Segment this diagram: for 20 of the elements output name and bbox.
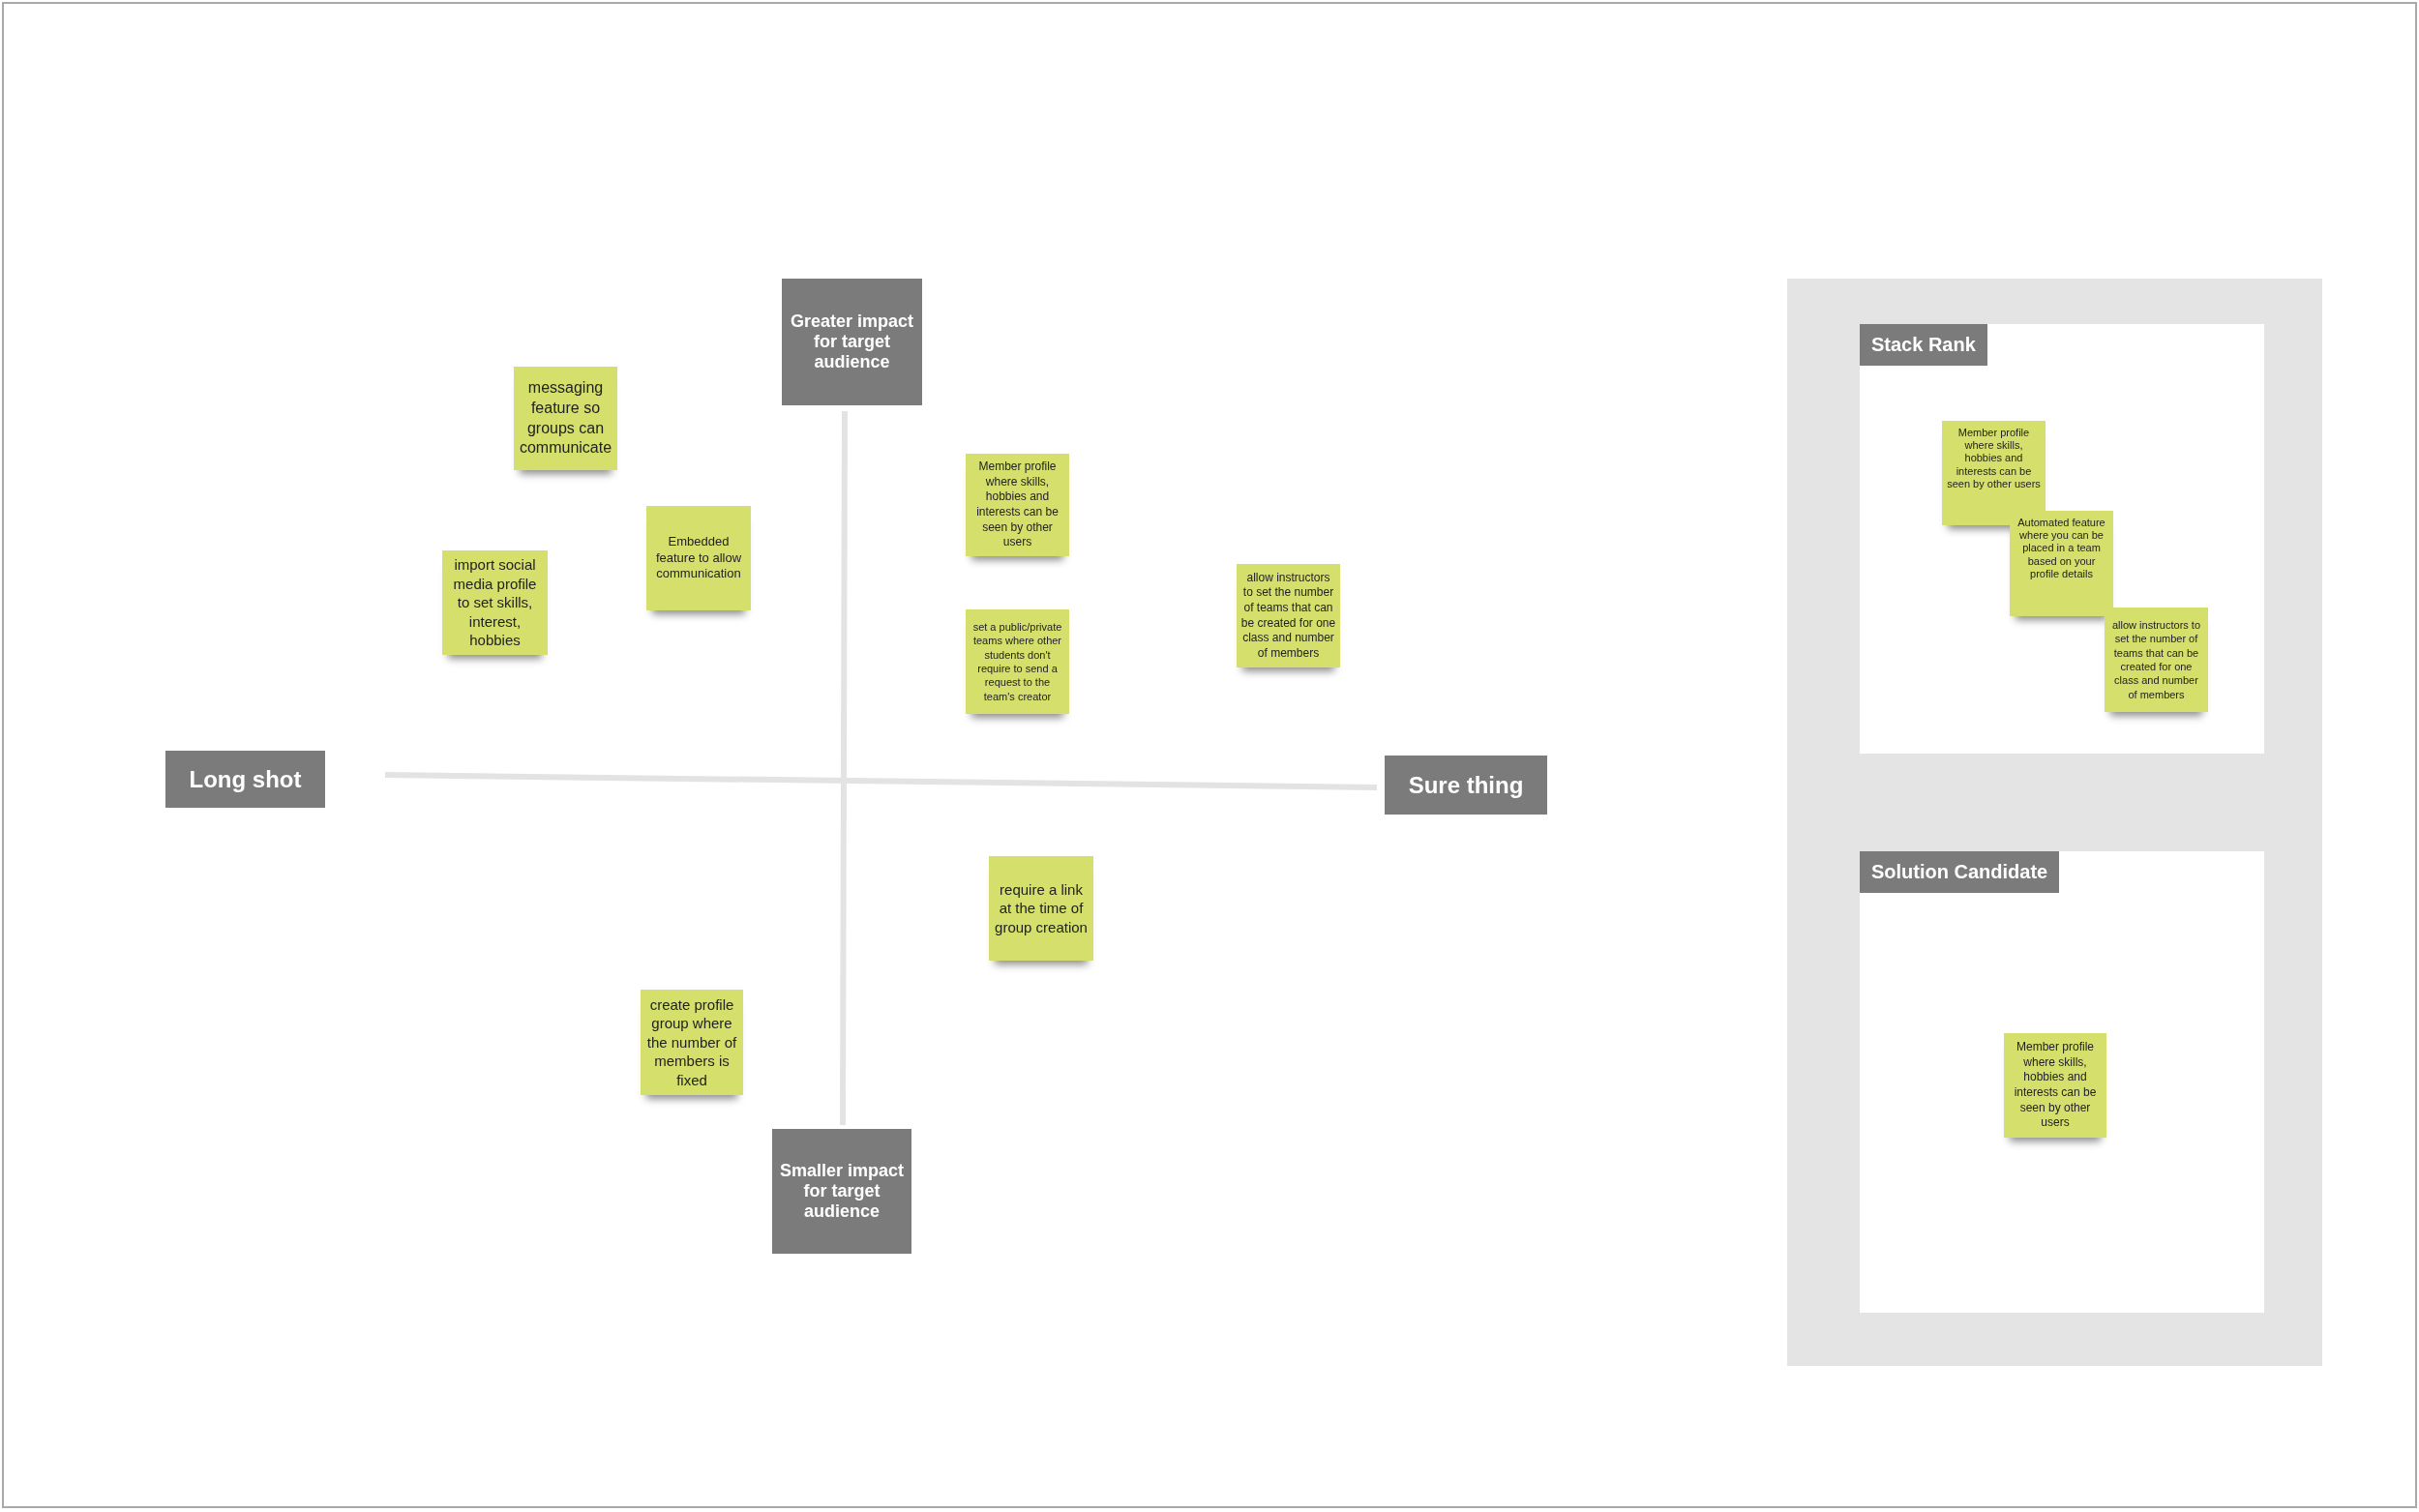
- sticky-note: allow instructors to set the number of teams that can be created for one class and number of members: [1237, 564, 1340, 667]
- board-panel: [1787, 279, 2322, 1366]
- sticky-note: create profile group where the number of members is fixed: [641, 990, 743, 1095]
- frame-area: [1860, 324, 2264, 754]
- sticky-note: set a public/private teams where other students don't require to send a request to the team's creator: [966, 609, 1069, 714]
- sticky-note: Automated feature where you can be placed in a team based on your profile details: [2010, 511, 2113, 616]
- frame-area: [1860, 851, 2264, 1313]
- sticky-note: Embedded feature to allow communication: [646, 506, 751, 610]
- sticky-note: require a link at the time of group creation: [989, 856, 1093, 961]
- sticky-note: import social media profile to set skills, interest, hobbies: [442, 550, 548, 655]
- frame-title: Stack Rank: [1860, 324, 1987, 366]
- axis-label-box: Sure thing: [1385, 756, 1547, 815]
- sticky-note: messaging feature so groups can communicate: [514, 367, 617, 470]
- frame-title: Solution Candidate: [1860, 851, 2060, 893]
- axis-label-box: Long shot: [165, 751, 325, 808]
- sticky-note: Member profile where skills, hobbies and interests can be seen by other users: [966, 454, 1069, 556]
- sticky-note: Member profile where skills, hobbies and interests can be seen by other users: [2004, 1033, 2106, 1138]
- axis-label-box: Smaller impact for target audience: [772, 1129, 911, 1254]
- axis-label-box: Greater impact for target audience: [782, 279, 922, 405]
- sticky-note: allow instructors to set the number of teams that can be created for one class and number of members: [2105, 608, 2208, 712]
